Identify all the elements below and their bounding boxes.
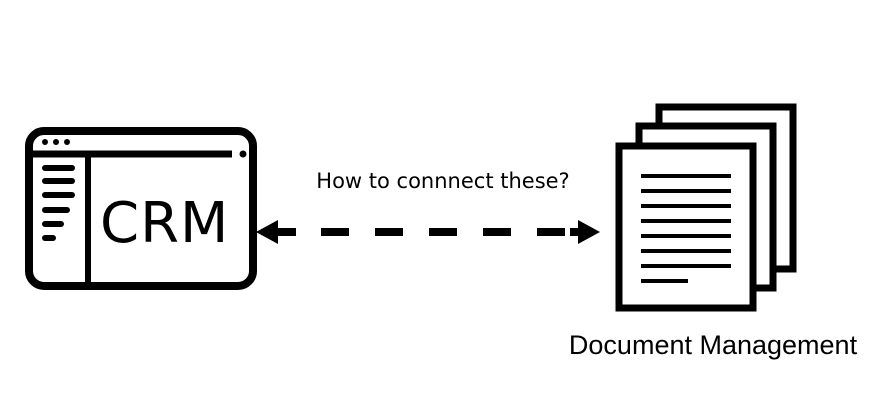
crm-window-icon: CRM: [25, 127, 257, 290]
dashed-line: [278, 228, 580, 236]
window-dot-icon: [53, 139, 59, 145]
crm-sidebar-menu-lines: [42, 165, 75, 241]
crm-window-frame: [25, 127, 257, 290]
arrowhead-left-icon: [256, 220, 278, 244]
document-stack-icon: [615, 103, 797, 312]
document-page-front: [615, 142, 757, 312]
crm-titlebar-end-dot: [239, 150, 247, 158]
window-dot-icon: [64, 139, 70, 145]
crm-label: CRM: [100, 191, 229, 256]
document-text-lines: [641, 174, 731, 283]
window-dot-icon: [42, 139, 48, 145]
arrowhead-right-icon: [578, 220, 600, 244]
document-management-label: Document Management: [569, 330, 858, 360]
double-arrow-connector: [256, 220, 600, 244]
connection-question: How to connnect these?: [316, 169, 569, 193]
